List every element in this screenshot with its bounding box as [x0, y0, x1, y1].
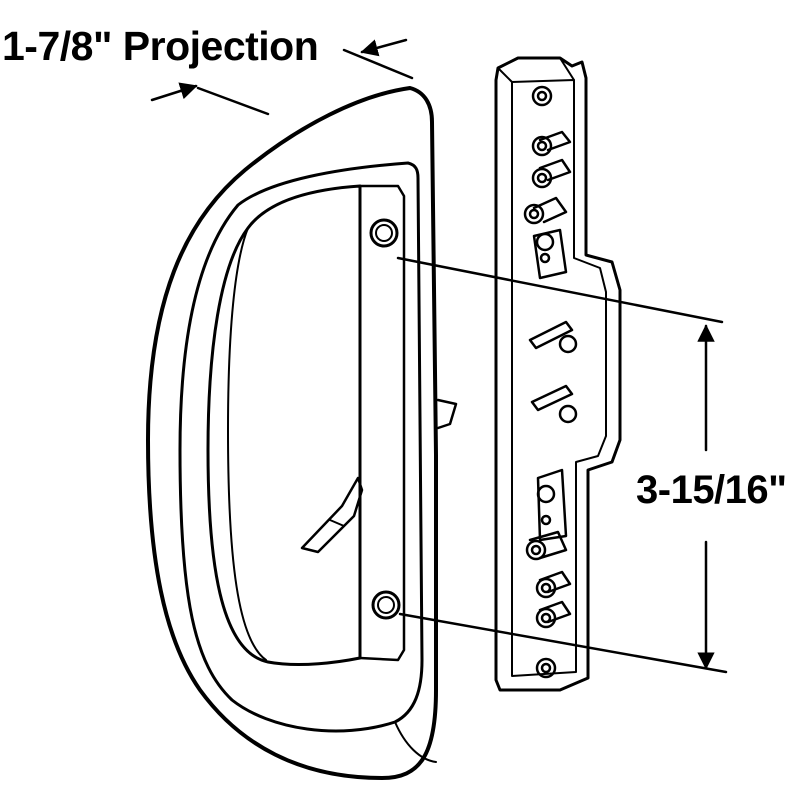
peg-2 [558, 404, 578, 424]
boss-10 [535, 657, 557, 679]
hole-spacing-dimension-label: 3-15/16" [636, 468, 787, 512]
plate-top-lip [497, 57, 575, 83]
handle-inner-rim [178, 161, 424, 733]
boss-8 [535, 577, 557, 599]
handle-grip-recess [206, 184, 362, 667]
boss-2 [531, 135, 553, 157]
grip-inner-edge [227, 227, 267, 661]
bottom-extension-line [398, 612, 728, 674]
projection-arrow-right [360, 38, 408, 57]
latch-lever-ridge [329, 519, 345, 527]
top-screw-hole [369, 218, 399, 248]
hole-spacing-dimension [396, 256, 728, 674]
handle-plate-edge [358, 184, 406, 662]
door-handle [146, 86, 458, 780]
latch-lever [300, 476, 364, 554]
mounting-plate [494, 56, 622, 692]
pin-1 [528, 320, 574, 350]
projection-dimension-label: 1-7/8" Projection [2, 23, 319, 69]
projection-arrow-left [150, 82, 198, 102]
top-extension-line [396, 256, 724, 324]
handle-outer-shell [146, 86, 438, 780]
boss-4 [523, 203, 545, 225]
peg-1 [558, 334, 578, 354]
projection-extension-line-left [196, 86, 270, 116]
handle-bottom-bevel [394, 721, 437, 763]
boss-6 [536, 484, 556, 504]
latch-tab [436, 398, 458, 430]
boss-3 [531, 167, 553, 189]
plate-inner-wall [511, 79, 607, 677]
plate-outline [494, 56, 622, 692]
boss-9 [535, 607, 557, 629]
projection-extension-line-right [342, 48, 414, 80]
boss-1 [531, 85, 553, 107]
pin-2 [530, 384, 574, 412]
bottom-screw-hole [371, 590, 401, 620]
projection-dimension [150, 38, 414, 116]
boss-5 [535, 232, 555, 252]
boss-7 [525, 539, 547, 561]
